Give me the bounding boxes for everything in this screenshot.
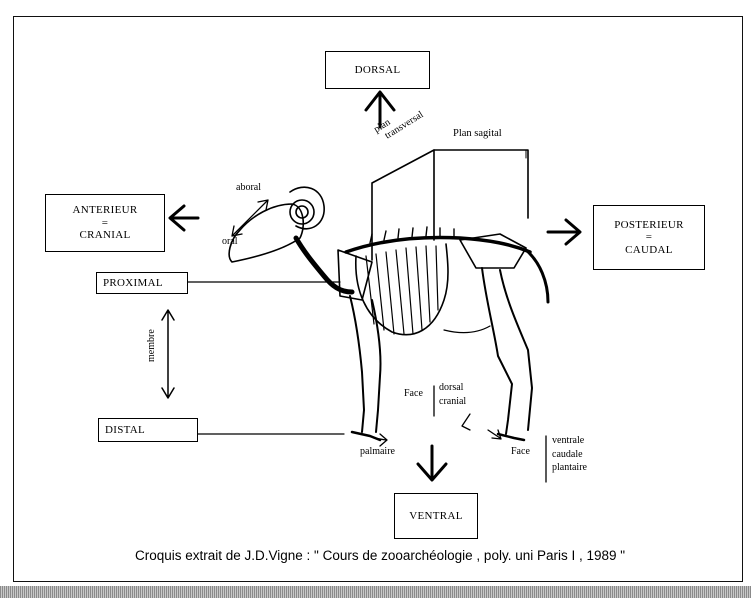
posterieur-label: POSTERIEUR	[614, 219, 684, 232]
posterieur-equals: =	[646, 231, 653, 244]
posterieur-box: POSTERIEUR = CAUDAL	[593, 205, 705, 270]
distal-box: DISTAL	[98, 418, 198, 442]
anterieur-arrow	[170, 206, 198, 230]
cranial-label: CRANIAL	[80, 229, 131, 242]
ventral-label: VENTRAL	[409, 510, 462, 523]
anterieur-box: ANTERIEUR = CRANIAL	[45, 194, 165, 252]
plan-sagital-plane	[434, 150, 528, 218]
membre-arrow	[162, 310, 174, 398]
tail	[526, 250, 548, 302]
membre-label: membre	[146, 329, 157, 362]
anterieur-equals: =	[102, 217, 109, 230]
figure-caption: Croquis extrait de J.D.Vigne : " Cours d…	[40, 548, 720, 563]
dorsal-label: DORSAL	[355, 64, 401, 77]
aboral-label: aboral	[236, 182, 261, 193]
caudal-label: CAUDAL	[625, 244, 673, 257]
ventral-box: VENTRAL	[394, 493, 478, 539]
foreleg	[350, 296, 381, 432]
distal-label: DISTAL	[105, 424, 145, 437]
anterieur-label: ANTERIEUR	[72, 204, 137, 217]
face-lower-terms: ventrale caudale plantaire	[552, 434, 587, 475]
posterieur-arrow	[548, 220, 580, 244]
plan-sagital-label: Plan sagital	[453, 128, 502, 139]
hindleg	[482, 268, 532, 434]
scan-edge-band	[0, 586, 751, 598]
cervical-vertebrae	[296, 238, 352, 292]
dorsal-box: DORSAL	[325, 51, 430, 89]
proximal-label: PROXIMAL	[103, 277, 163, 290]
proximal-box: PROXIMAL	[96, 272, 188, 294]
face-upper-terms: dorsal cranial	[439, 381, 466, 408]
ventral-arrow	[418, 446, 446, 480]
aboral-oral-arrow	[232, 200, 268, 236]
face-lower-label: Face	[511, 446, 530, 457]
spine	[346, 238, 530, 252]
palmaire-label: palmaire	[360, 446, 395, 457]
oral-label: oral	[222, 236, 238, 247]
face-upper-label: Face	[404, 388, 423, 399]
pelvis	[460, 234, 526, 268]
